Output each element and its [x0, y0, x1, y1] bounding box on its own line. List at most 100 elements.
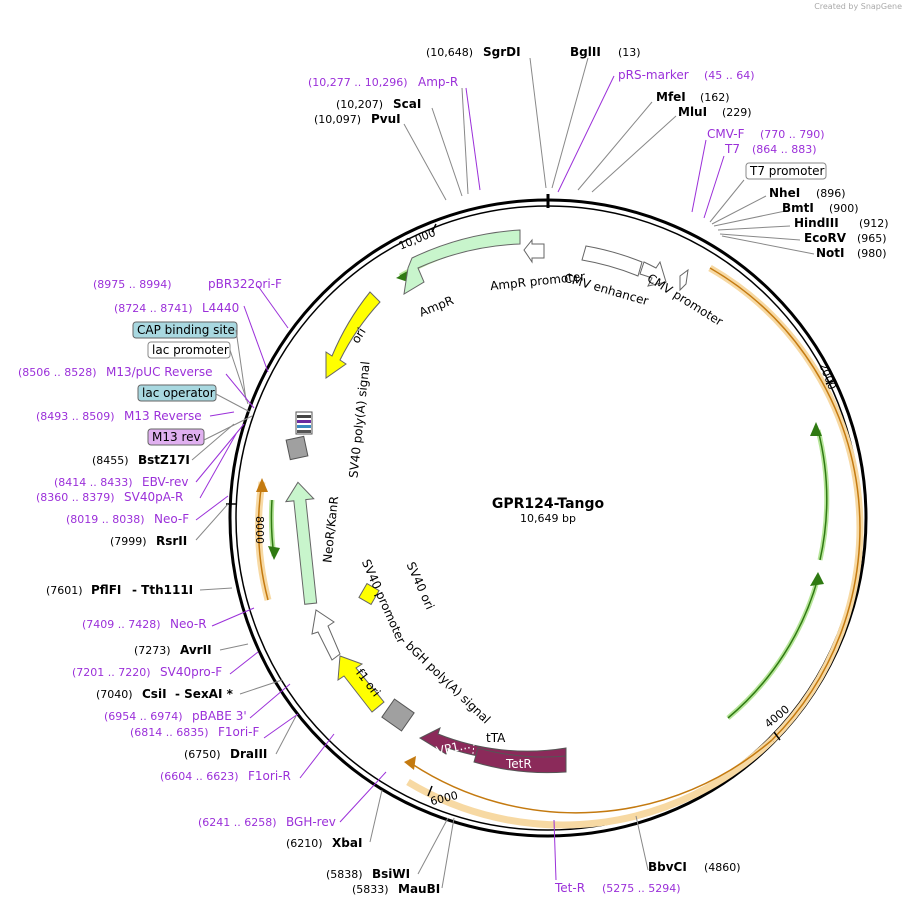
primer-leader-lines	[195, 75, 725, 881]
primer-pos-cmv-f: (770 .. 790)	[760, 128, 825, 141]
primer-name-prs-marker: pRS-marker	[618, 68, 689, 82]
enzyme-pos-bmti: (900)	[829, 202, 859, 215]
t7-promoter-box-label: T7 promoter	[749, 164, 825, 178]
enzyme-name-sgrdi: SgrDI	[483, 45, 521, 59]
enzyme-pos-mfei: (162)	[700, 91, 730, 104]
cap-binding-box-label: CAP binding site	[137, 323, 235, 337]
enzyme-pos-hindiii: (912)	[859, 217, 889, 230]
snapgene-credit: Created by SnapGene	[814, 2, 902, 11]
enzyme-pos-draiii: (6750)	[184, 748, 221, 761]
primer-name-pbabe3: pBABE 3'	[192, 709, 247, 723]
enzyme-pos-pflfi: (7601)	[46, 584, 83, 597]
t7-promoter-arrow	[679, 268, 689, 292]
primer-pos-ebv-rev: (8414 .. 8433)	[54, 476, 133, 489]
primer-name-f1ori-r: F1ori-R	[248, 769, 291, 783]
plasmid-length: 10,649 bp	[520, 512, 576, 525]
primer-pos-neo-f: (8019 .. 8038)	[66, 513, 145, 526]
leader-lines	[191, 57, 815, 889]
primer-name-cmv-f: CMV-F	[707, 127, 745, 141]
enzyme-name-mfei: MfeI	[656, 90, 686, 104]
tetr-band	[473, 747, 567, 774]
sv40-polya-block	[285, 435, 309, 461]
primer-name-amp-r: Amp-R	[418, 75, 458, 89]
cmv-enhancer-arrow	[581, 245, 643, 277]
primer-pos-pbabe3: (6954 .. 6974)	[104, 710, 183, 723]
primer-name-m13-reverse: M13 Reverse	[124, 409, 202, 423]
enzyme-name-nhei: NheI	[769, 186, 800, 200]
enzyme-name-avrii: AvrII	[180, 643, 212, 657]
enzyme-pos-csii: (7040)	[96, 688, 133, 701]
primer-pos-m13-reverse: (8493 .. 8509)	[36, 410, 115, 423]
primer-name-tet-r: Tet-R	[554, 881, 585, 895]
tetr-label: TetR	[505, 757, 532, 771]
enzyme-name-pflfi: PflFI	[91, 583, 121, 597]
enzyme-pos-rsrii: (7999)	[110, 535, 147, 548]
sv40-polya-label: SV40 poly(A) signal	[346, 361, 372, 479]
tta-label: tTA	[486, 731, 506, 745]
enzyme-pos-avrii: (7273)	[134, 644, 171, 657]
primer-pos-sv40pa-r: (8360 .. 8379)	[36, 491, 115, 504]
primer-name-bgh-rev: BGH-rev	[286, 815, 336, 829]
enzyme-name-bmti: BmtI	[782, 201, 814, 215]
tick-label-8000: 8000	[253, 516, 266, 544]
primer-pos-tet-r: (5275 .. 5294)	[602, 882, 681, 895]
primer-pos-m13-puc-reverse: (8506 .. 8528)	[18, 366, 97, 379]
green-arc-right-line	[817, 429, 828, 561]
primer-pos-prs-marker: (45 .. 64)	[704, 69, 755, 82]
neor-arrow	[284, 481, 318, 605]
ampr-arrow	[403, 229, 521, 295]
primer-pos-amp-r: (10,277 .. 10,296)	[308, 76, 408, 89]
primer-name-ebv-rev: EBV-rev	[142, 475, 188, 489]
plasmid-name: GPR124-Tango	[492, 496, 605, 512]
primer-pos-f1ori-r: (6604 .. 6623)	[160, 770, 239, 783]
enzyme-name-bbvci: BbvCI	[648, 860, 687, 874]
primer-pos-t7: (864 .. 883)	[752, 143, 817, 156]
primer-pos-l4440: (8724 .. 8741)	[114, 302, 193, 315]
enzyme-pos-pvui: (10,097)	[314, 113, 361, 126]
f1-ori-arrow	[337, 655, 385, 713]
primer-name-neo-r: Neo-R	[170, 617, 207, 631]
primer-labels: (10,277 .. 10,296) Amp-R pRS-marker (45 …	[18, 68, 825, 895]
green-arc-right2-head	[810, 572, 824, 586]
primer-pos-sv40pro-f: (7201 .. 7220)	[72, 666, 151, 679]
enzyme-name-csii: CsiI	[142, 687, 167, 701]
primer-pos-bgh-rev: (6241 .. 6258)	[198, 816, 277, 829]
enzyme-name-bstz17i: BstZ17I	[138, 453, 190, 467]
primer-pos-neo-r: (7409 .. 7428)	[82, 618, 161, 631]
bgh-polya-label: bGH poly(A) signal	[403, 639, 493, 727]
bgh-polya-block	[381, 698, 415, 732]
enzyme-pos-bsiwi: (5838)	[326, 868, 363, 881]
enzyme-pos-sgrdi: (10,648)	[426, 46, 473, 59]
enzyme-pos-bbvci: (4860)	[704, 861, 741, 874]
enzyme-pos-xbai: (6210)	[286, 837, 323, 850]
enzyme-name-ecorv: EcoRV	[804, 231, 847, 245]
enzyme-extra-tth111i: - Tth111I	[132, 583, 193, 597]
enzyme-pos-ecorv: (965)	[857, 232, 887, 245]
enzyme-name-scai: ScaI	[393, 97, 421, 111]
primer-name-sv40pro-f: SV40pro-F	[160, 665, 222, 679]
enzyme-name-maubi: MauBI	[398, 882, 440, 896]
enzyme-pos-mlui: (229)	[722, 106, 752, 119]
primer-name-sv40pa-r: SV40pA-R	[124, 490, 183, 504]
primer-pos-pbr322ori-f: (8975 .. 8994)	[93, 278, 172, 291]
cmv-promoter-arrow	[639, 260, 667, 287]
sv40-ori-block	[358, 582, 380, 606]
enzyme-name-pvui: PvuI	[371, 112, 401, 126]
orf-ring-left-arrowhead	[256, 478, 268, 492]
cmv-enhancer-label: CMV enhancer	[562, 271, 650, 309]
enzyme-pos-maubi: (5833)	[352, 883, 389, 896]
primer-name-m13-puc-reverse: M13/pUC Reverse	[106, 365, 213, 379]
enzyme-name-bglii: BglII	[570, 45, 601, 59]
ampr-promoter-arrow	[523, 238, 545, 264]
sv40-promoter-arrow	[311, 609, 341, 661]
green-arc-right2-line	[727, 577, 819, 719]
enzyme-name-rsrii: RsrII	[156, 534, 187, 548]
orf-ring-right	[708, 264, 864, 743]
enzyme-pos-nhei: (896)	[816, 187, 846, 200]
enzyme-extra-sexai: - SexAI *	[175, 687, 234, 701]
primer-name-l4440: L4440	[202, 301, 239, 315]
enzyme-pos-bstz17i: (8455)	[92, 454, 129, 467]
orf-ring-right-line	[709, 267, 861, 741]
primer-name-f1ori-f: F1ori-F	[218, 725, 259, 739]
